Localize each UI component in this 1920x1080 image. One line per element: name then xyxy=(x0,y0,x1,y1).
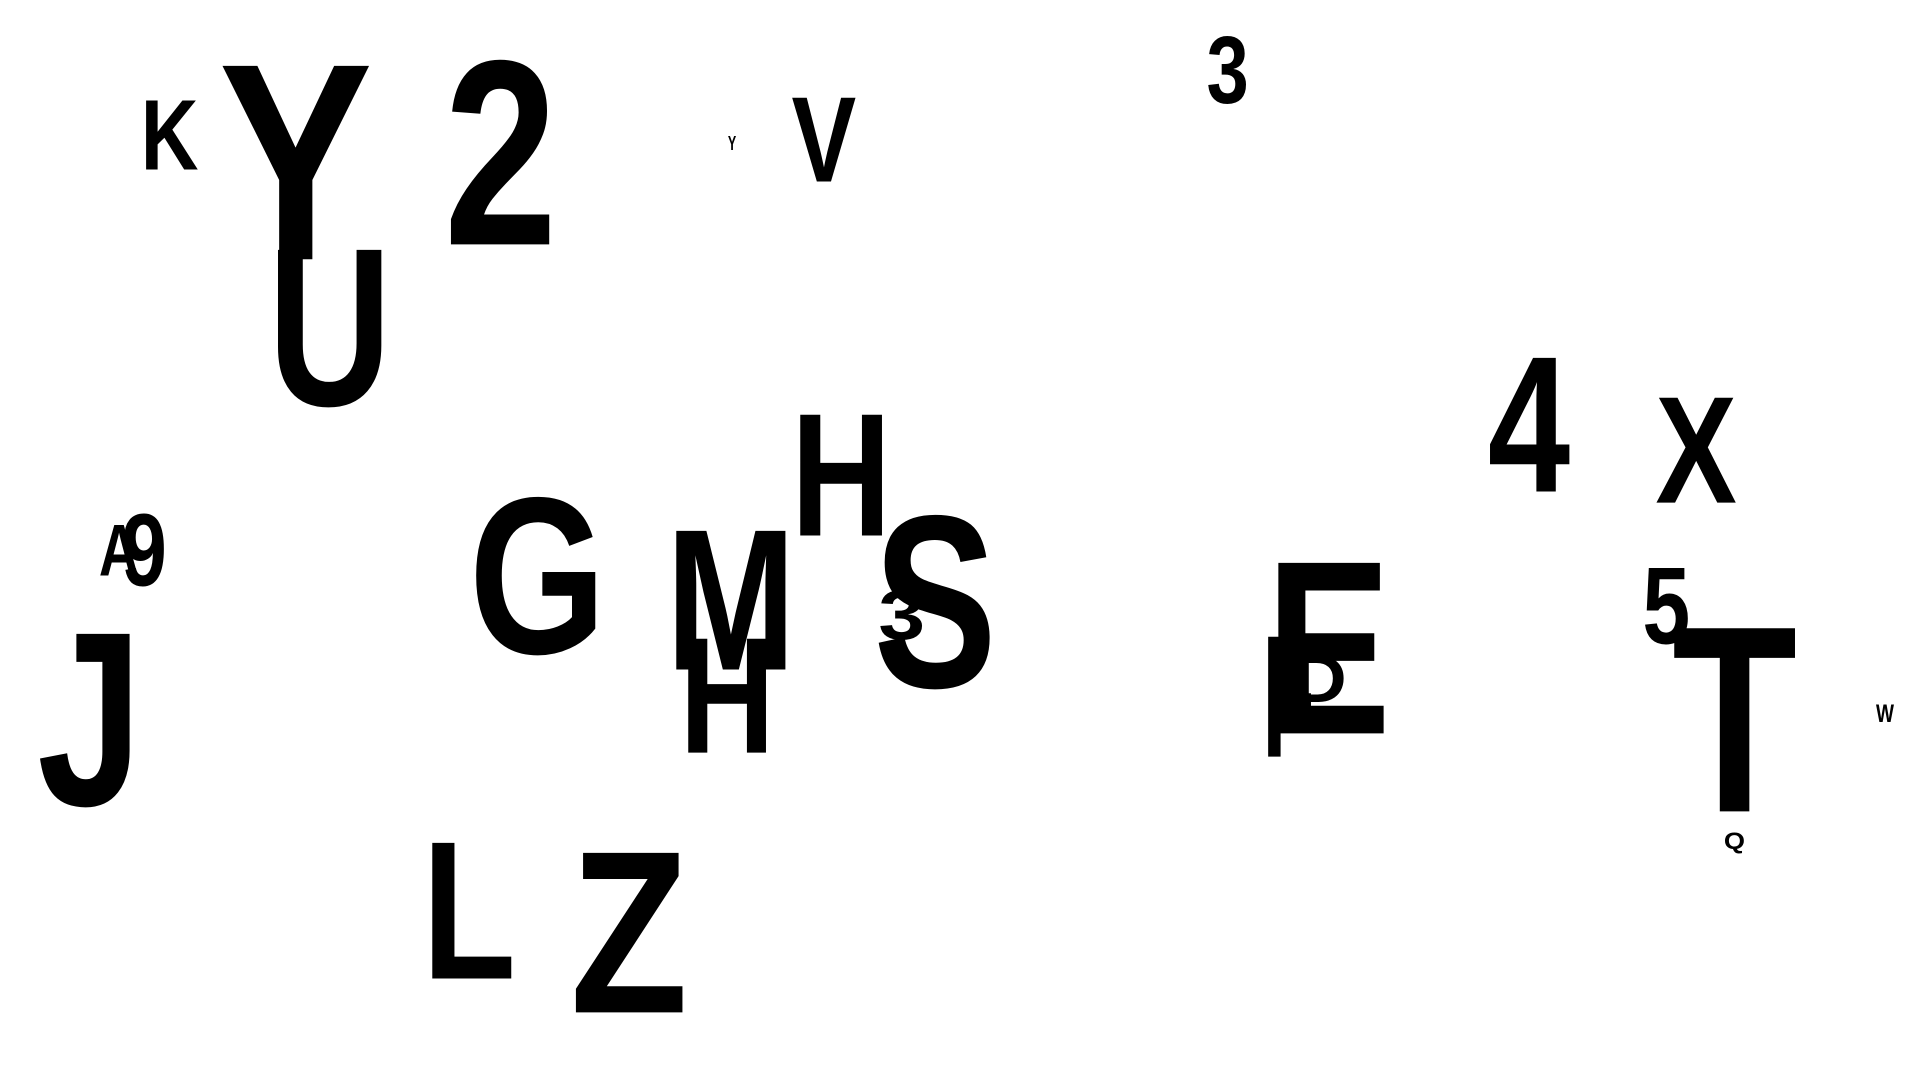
glyph-y-small: Y xyxy=(727,131,737,155)
glyph-3-top: 3 xyxy=(1206,16,1249,124)
glyph-z: Z xyxy=(570,803,688,1063)
glyph-d: D xyxy=(1293,640,1347,717)
glyph-x: X xyxy=(1655,365,1737,536)
glyph-y-large: Y xyxy=(218,6,373,320)
glyph-h-lower: H xyxy=(679,603,775,789)
glyph-e: E xyxy=(1265,510,1391,787)
glyph-v: V xyxy=(791,72,857,208)
glyph-5: 5 xyxy=(1642,544,1691,668)
glyph-4: 4 xyxy=(1487,316,1571,534)
glyph-h-upper: H xyxy=(790,377,892,574)
glyph-w: W xyxy=(1876,699,1894,728)
glyph-u: U xyxy=(267,202,392,454)
glyph-q: Q xyxy=(1723,827,1746,854)
glyph-s: S xyxy=(873,465,997,740)
glyph-g: G xyxy=(468,451,607,702)
glyph-2: 2 xyxy=(443,6,558,302)
glyph-a: A xyxy=(98,509,140,592)
glyph-k: K xyxy=(140,79,199,192)
glyph-3-small: 3 xyxy=(878,575,926,655)
glyph-f: F xyxy=(1262,599,1316,794)
glyph-j: J xyxy=(37,581,143,859)
glyph-t: T xyxy=(1671,571,1798,869)
glyph-m: M xyxy=(665,488,796,713)
glyph-9: 9 xyxy=(121,493,167,608)
glyph-l: L xyxy=(422,801,516,1021)
